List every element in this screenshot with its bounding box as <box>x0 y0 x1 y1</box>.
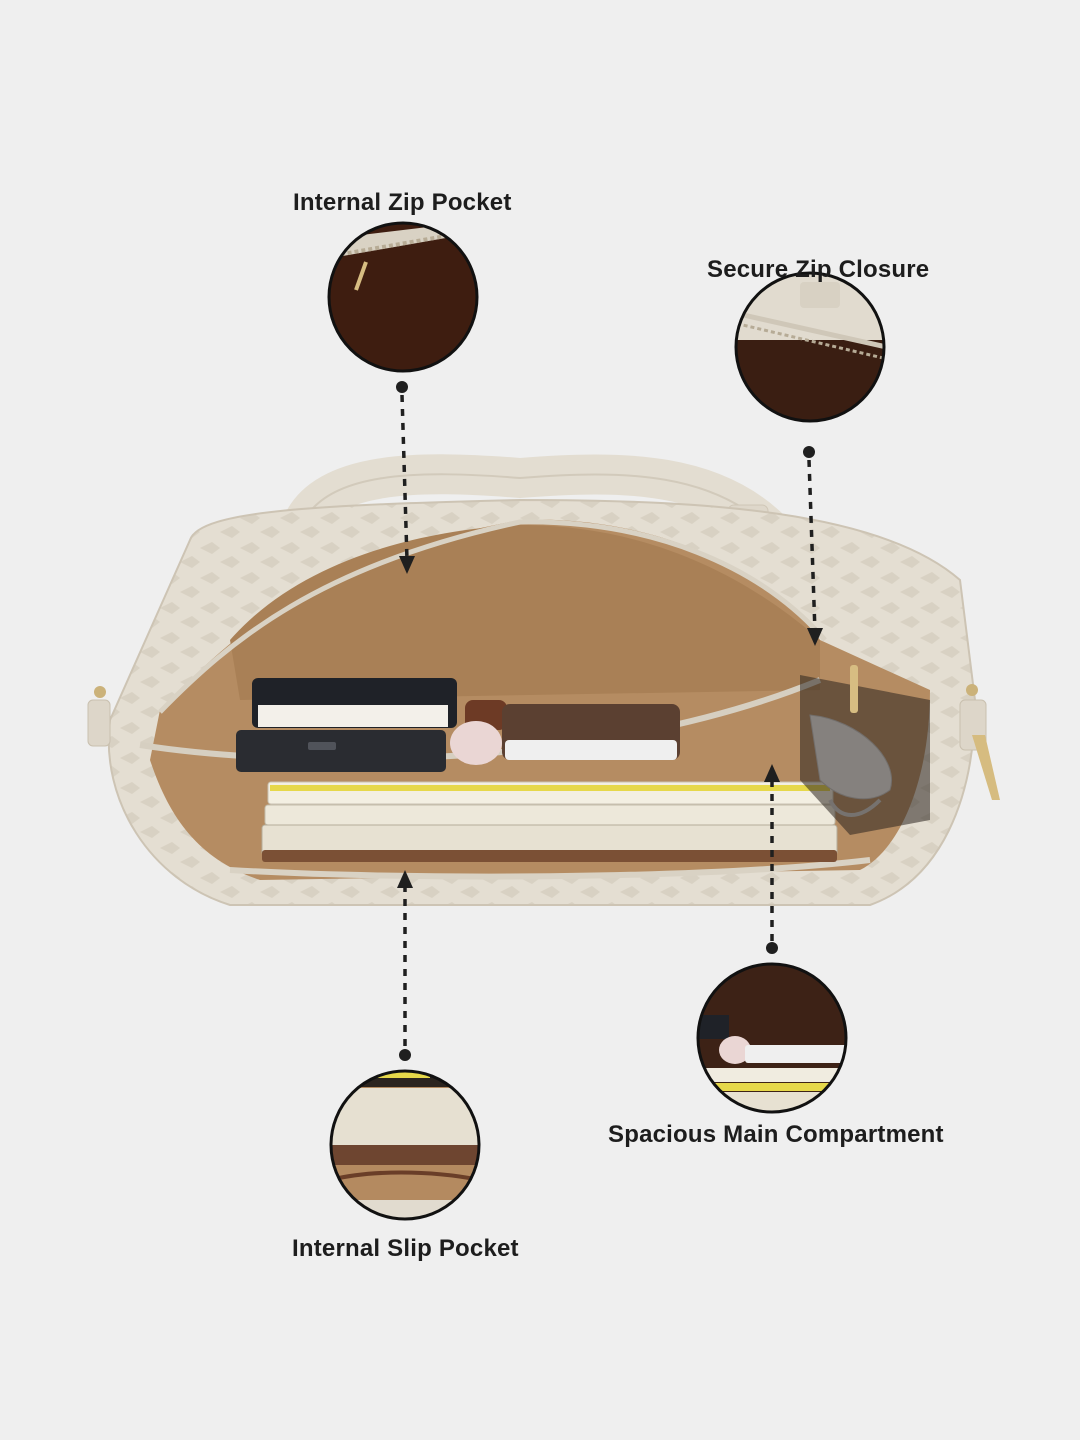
label-spacious-main-compartment: Spacious Main Compartment <box>608 1121 944 1148</box>
callout-endpoints <box>396 381 823 1061</box>
bag-contents <box>236 665 930 862</box>
slip-pocket-closeup <box>329 1069 481 1221</box>
callout-connectors <box>400 394 817 1048</box>
label-secure-zip-closure: Secure Zip Closure <box>707 256 930 283</box>
zip-closure-closeup <box>734 271 886 423</box>
zip-pocket-closeup <box>327 221 479 373</box>
label-internal-zip-pocket: Internal Zip Pocket <box>293 189 512 216</box>
label-internal-slip-pocket: Internal Slip Pocket <box>292 1235 519 1262</box>
main-compartment-closeup <box>696 962 848 1114</box>
